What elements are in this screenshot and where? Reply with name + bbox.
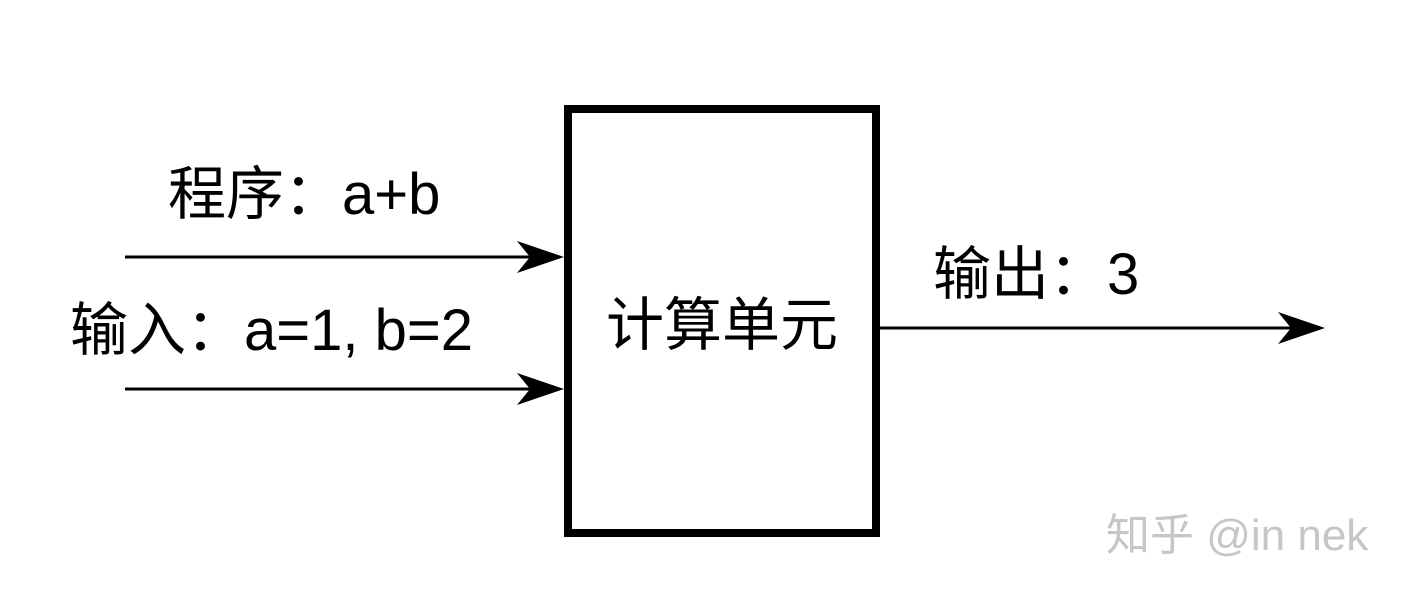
program-input-label: 程序：a+b [168,162,441,227]
program-input-arrow [125,241,564,273]
output-label: 输出：3 [933,242,1140,307]
data-input-label: 输入：a=1, b=2 [70,298,473,363]
output-arrow [878,312,1325,344]
compute-unit-label: 计算单元 [605,293,838,358]
compute-unit-box: 计算单元 [564,105,880,537]
data-input-arrow [125,373,564,405]
watermark-text: 知乎 @in nek [1106,511,1369,560]
